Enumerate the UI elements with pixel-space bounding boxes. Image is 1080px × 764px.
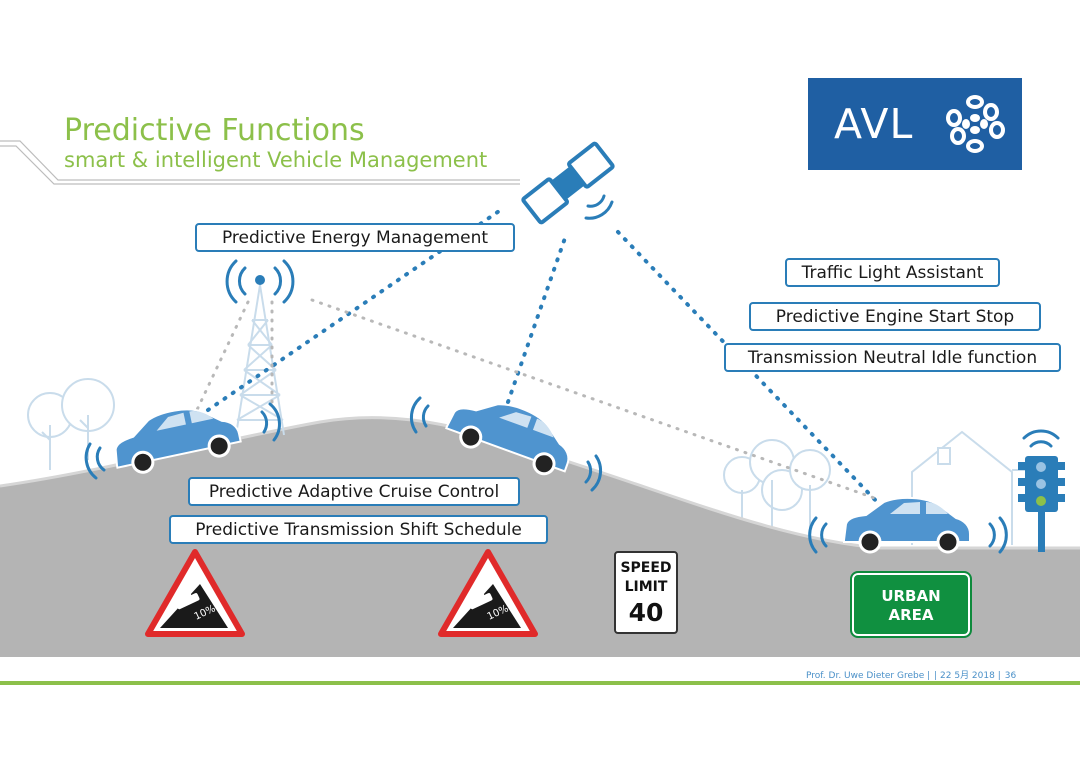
signal-waves-icon [584, 194, 614, 220]
footer-date: | 22 5月 2018 | [934, 671, 1001, 681]
speed-limit-sign: SPEED LIMIT 40 [614, 551, 678, 634]
speed-limit-line2: LIMIT [624, 579, 668, 595]
bottom-accent-line [0, 681, 1080, 685]
traffic-light-icon [1018, 456, 1065, 552]
avl-logo-mark-icon [946, 95, 1005, 153]
footer-author: Prof. Dr. Uwe Dieter Grebe | [806, 671, 931, 681]
label-traffic-light-assistant: Traffic Light Assistant [785, 258, 1000, 287]
car-icon [175, 591, 200, 610]
tree-icon [27, 378, 115, 470]
car-icon [114, 408, 242, 474]
signal-waves-icon [409, 396, 603, 492]
signal-waves-icon [225, 259, 295, 304]
footer-text: Prof. Dr. Uwe Dieter Grebe || 22 5月 2018… [806, 668, 1020, 681]
logo-text: AVL [834, 100, 914, 148]
urban-line2: AREA [888, 606, 934, 624]
urban-area-sign: URBAN AREA [850, 571, 972, 638]
footer-page: 36 [1004, 671, 1017, 681]
car-icon [445, 403, 570, 476]
grade-sign-left: 10% [145, 549, 245, 637]
car-icon [843, 496, 971, 554]
footer-band [0, 657, 1080, 681]
car-icon [468, 591, 493, 610]
label-transmission-neutral-idle: Transmission Neutral Idle function [724, 343, 1061, 372]
label-predictive-transmission-shift-schedule: Predictive Transmission Shift Schedule [169, 515, 548, 544]
slide-title: Predictive Functions [64, 113, 365, 148]
signal-waves-icon [1022, 429, 1060, 448]
signal-waves-icon [84, 402, 281, 480]
urban-line1: URBAN [881, 587, 941, 605]
label-predictive-engine-start-stop: Predictive Engine Start Stop [749, 302, 1041, 331]
satellite-icon [521, 141, 615, 225]
signal-waves-icon [808, 516, 1008, 554]
tree-icon [723, 439, 831, 540]
grade-sign-right: 10% [438, 549, 538, 637]
label-predictive-adaptive-cruise-control: Predictive Adaptive Cruise Control [188, 477, 520, 506]
slide-subtitle: smart & intelligent Vehicle Management [64, 148, 488, 172]
label-predictive-energy-management: Predictive Energy Management [195, 223, 515, 252]
radio-tower-icon [235, 284, 285, 436]
antenna-tip [255, 275, 265, 285]
speed-limit-value: 40 [628, 598, 664, 627]
header-lines [0, 140, 520, 185]
avl-logo: AVL [808, 78, 1022, 170]
speed-limit-line1: SPEED [620, 560, 672, 576]
